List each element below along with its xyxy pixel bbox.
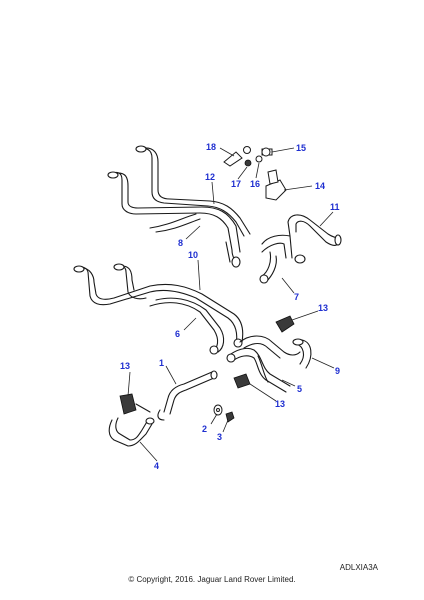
copyright-notice: © Copyright, 2016. Jaguar Land Rover Lim… bbox=[128, 575, 296, 584]
callout-13-left: 13 bbox=[120, 361, 130, 371]
callout-8: 8 bbox=[178, 238, 183, 248]
callout-13-upper-right: 13 bbox=[318, 303, 328, 313]
callout-1: 1 bbox=[159, 358, 164, 368]
callout-7: 7 bbox=[294, 292, 299, 302]
leader-lines bbox=[127, 147, 335, 462]
callout-14: 14 bbox=[315, 181, 325, 191]
callout-6: 6 bbox=[175, 329, 180, 339]
diagram-reference-code: ADLXIA3A bbox=[339, 563, 378, 572]
hose-assembly-lower-left bbox=[108, 370, 235, 447]
callout-15: 15 bbox=[296, 143, 306, 153]
callout-13-lower: 13 bbox=[275, 399, 285, 409]
callout-2: 2 bbox=[202, 424, 207, 434]
callout-18: 18 bbox=[206, 142, 216, 152]
callout-12: 12 bbox=[205, 172, 215, 182]
hose-assembly-middle bbox=[73, 263, 244, 355]
callout-labels: 1 2 3 4 5 6 7 8 9 10 11 12 13 13 13 14 1… bbox=[120, 142, 340, 471]
callout-11: 11 bbox=[330, 202, 340, 212]
callout-16: 16 bbox=[250, 179, 260, 189]
callout-3: 3 bbox=[217, 432, 222, 442]
hose-assembly-lower-right bbox=[226, 315, 312, 393]
callout-4: 4 bbox=[154, 461, 159, 471]
callout-10: 10 bbox=[188, 250, 198, 260]
callout-9: 9 bbox=[335, 366, 340, 376]
callout-17: 17 bbox=[231, 179, 241, 189]
hose-assembly-right bbox=[259, 214, 342, 284]
fittings-group bbox=[223, 146, 287, 201]
hose-assembly-upper bbox=[107, 145, 251, 268]
callout-5: 5 bbox=[297, 384, 302, 394]
